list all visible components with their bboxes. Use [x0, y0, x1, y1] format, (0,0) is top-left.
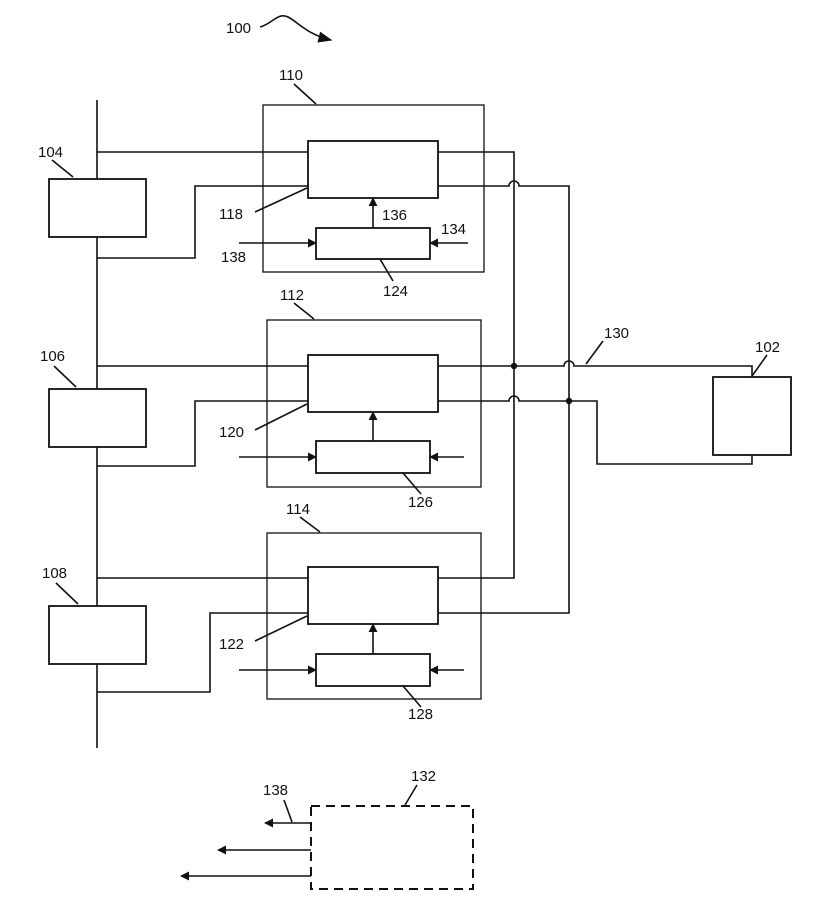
leader-line-132	[405, 785, 417, 805]
converter-block-120	[308, 355, 438, 412]
label-106: 106	[40, 348, 65, 365]
label-132: 132	[411, 768, 436, 785]
leader-line-110	[294, 84, 316, 104]
wire-conv-top-line2	[438, 181, 569, 613]
leader-line-102	[752, 355, 767, 376]
label-124: 124	[383, 283, 408, 300]
label-138-controller: 138	[263, 782, 288, 799]
control-block-124	[316, 228, 430, 259]
label-112: 112	[280, 287, 304, 304]
leader-line-106	[54, 366, 76, 387]
control-block-128	[316, 654, 430, 686]
label-126: 126	[408, 494, 433, 511]
label-122: 122	[219, 636, 244, 653]
label-134: 134	[441, 221, 466, 238]
control-block-126	[316, 441, 430, 473]
leader-line-112	[294, 303, 314, 319]
label-110: 110	[279, 67, 303, 84]
label-120: 120	[219, 424, 244, 441]
converter-block-122	[308, 567, 438, 624]
leader-line-126	[403, 473, 421, 494]
load-block-102	[713, 377, 791, 455]
label-102: 102	[755, 339, 780, 356]
label-136: 136	[382, 207, 407, 224]
ref-block-108	[49, 606, 146, 664]
label-128: 128	[408, 706, 433, 723]
junction-dot	[566, 398, 572, 404]
leader-line-120	[255, 404, 307, 430]
converter-block-118	[308, 141, 438, 198]
wire-conv-top-line1	[438, 152, 514, 578]
leader-line-108	[56, 583, 78, 604]
label-114: 114	[286, 501, 310, 518]
leader-line-138-controller	[284, 800, 292, 822]
label-130: 130	[604, 325, 629, 342]
leader-line-104	[52, 160, 73, 177]
leader-line-114	[300, 517, 320, 532]
wire-conv-mid-to-load-1	[438, 361, 752, 377]
label-104: 104	[38, 144, 63, 161]
ref-block-106	[49, 389, 146, 447]
wire-conv-mid-to-load-2	[438, 396, 752, 464]
leader-line-130	[586, 341, 603, 364]
leader-line-128	[403, 686, 421, 707]
figure-pointer-arrow	[260, 16, 331, 40]
junction-dot	[511, 363, 517, 369]
controller-block-132	[311, 806, 473, 889]
ref-block-104	[49, 179, 146, 237]
label-118: 118	[219, 206, 243, 223]
leader-line-124	[380, 259, 393, 281]
label-108: 108	[42, 565, 67, 582]
figure-number: 100	[226, 20, 251, 37]
leader-line-122	[255, 616, 307, 641]
label-138-input: 138	[221, 249, 246, 266]
